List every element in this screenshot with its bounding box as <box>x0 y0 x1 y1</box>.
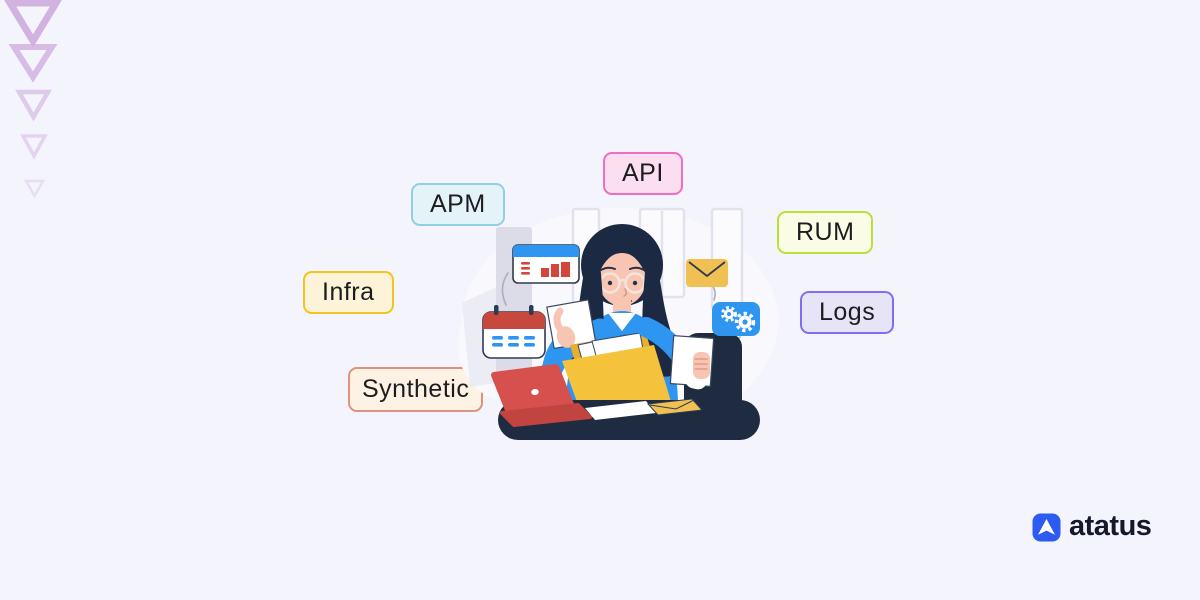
illustration <box>458 207 778 440</box>
desk-paper <box>585 401 656 420</box>
right-hand <box>685 352 710 390</box>
red-laptop <box>491 364 592 427</box>
decorative-triangles <box>4 0 62 199</box>
atatus-logo: atatus <box>1032 510 1152 542</box>
calendar-icon <box>482 305 546 359</box>
atatus-logo-icon <box>1032 513 1061 542</box>
triangle-icon <box>15 89 52 122</box>
label-infra: Infra <box>303 271 394 314</box>
yellow-envelope <box>646 398 704 416</box>
bangs <box>597 240 647 275</box>
label-apm: APM <box>411 183 505 226</box>
label-api: API <box>603 152 683 195</box>
triangle-icon <box>8 44 58 83</box>
label-rum: RUM <box>777 211 874 254</box>
triangle-icon <box>4 0 62 48</box>
left-hand <box>553 307 576 348</box>
gears-icon <box>712 302 760 336</box>
triangle-icon <box>23 179 46 199</box>
label-synthetic: Synthetic <box>348 367 484 412</box>
atatus-logo-text: atatus <box>1069 510 1152 542</box>
yellow-folder <box>562 332 672 410</box>
bar-chart-card-icon <box>512 244 580 284</box>
triangle-icon <box>20 134 48 160</box>
collar <box>608 313 636 331</box>
label-logs: Logs <box>800 291 895 334</box>
mail-envelope-icon <box>686 259 728 287</box>
